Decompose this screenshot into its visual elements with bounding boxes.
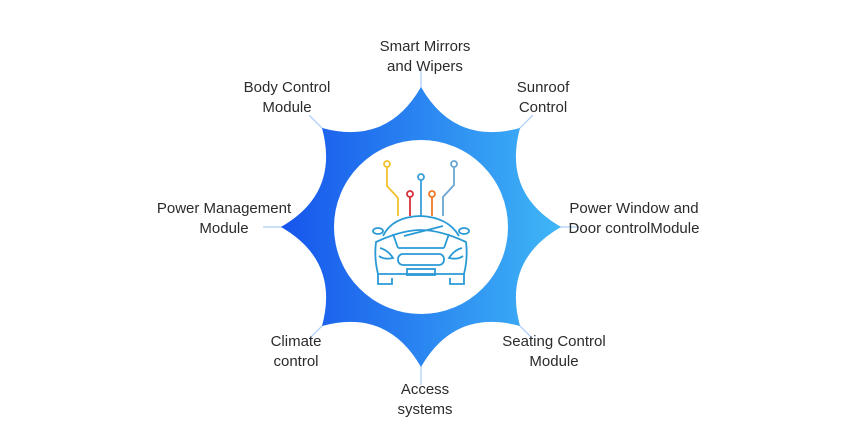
label-line: Module bbox=[262, 99, 312, 116]
label-line: Seating Control bbox=[502, 333, 606, 350]
label-access-systems: Access systems bbox=[397, 380, 452, 420]
label-smart-mirrors-wipers: Smart Mirrors and Wipers bbox=[380, 37, 471, 77]
car-circuit-icon bbox=[372, 160, 470, 285]
label-line: Smart Mirrors bbox=[379, 38, 471, 55]
label-line: control bbox=[273, 353, 319, 370]
label-line: Power Management bbox=[156, 200, 292, 217]
label-line: Module bbox=[199, 220, 249, 237]
label-line: Body Control bbox=[243, 79, 331, 96]
label-line: Access bbox=[400, 381, 450, 398]
label-line: Control bbox=[518, 99, 568, 116]
label-line: Climate bbox=[270, 333, 322, 350]
label-line: Module bbox=[529, 353, 579, 370]
label-line: systems bbox=[397, 401, 453, 418]
label-line: Sunroof bbox=[516, 79, 570, 96]
center-circle bbox=[334, 140, 508, 314]
label-line: Door controlModule bbox=[568, 220, 700, 237]
label-line: Power Window and bbox=[569, 200, 699, 217]
label-line: and Wipers bbox=[387, 58, 463, 75]
label-climate-control: Climate control bbox=[271, 332, 322, 372]
